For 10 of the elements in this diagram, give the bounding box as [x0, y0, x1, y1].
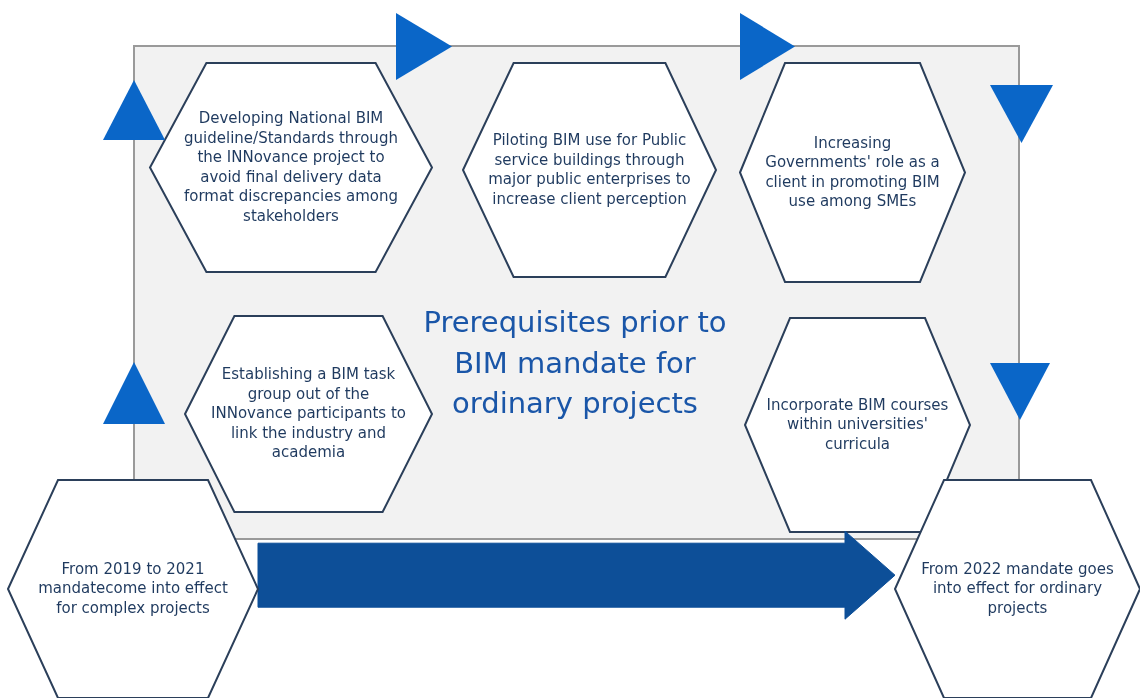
- hexagon-text: Incorporate BIM courses within universities' curricula: [765, 395, 950, 455]
- hexagon-text: Piloting BIM use for Public service buildings through major public enterprises to increase client perception: [487, 131, 692, 209]
- hexagon-text: Increasing Governments' role as a client in promoting BIM use among SMEs: [764, 133, 941, 212]
- hexagon-text: Establishing a BIM task group out of the INNovance participants to link the industry and academia: [210, 365, 407, 463]
- panel-background: [133, 45, 1020, 540]
- block-arrow: [257, 530, 896, 620]
- panel-title: Prerequisites prior to BIM mandate for ordinary projects: [422, 304, 728, 423]
- hexagon-text: Developing National BIM guideline/Standards through the INNovance project to avoid final delivery data format discrepancies among stakeholders: [182, 109, 400, 226]
- hexagon-text: From 2022 mandate goes into effect for ordinary projects: [920, 559, 1115, 619]
- hexagon-text: From 2019 to 2021 mandatecome into effect for complex projects: [37, 559, 229, 619]
